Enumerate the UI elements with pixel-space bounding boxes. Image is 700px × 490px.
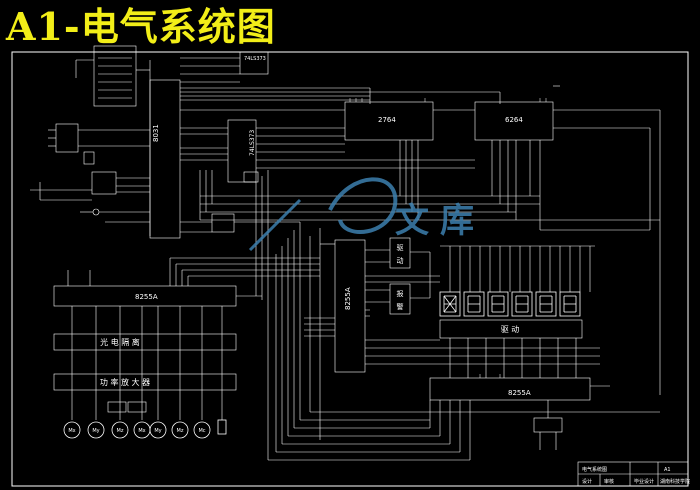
motor-symbol — [149, 421, 167, 439]
motor-label: My — [92, 428, 99, 434]
chip-label-pia-center: 8255A — [344, 287, 352, 310]
watermark-char-2: 库 — [440, 201, 474, 241]
motor-label: Mz — [177, 428, 184, 434]
drawing-frame — [11, 51, 689, 487]
chip-label-eprom: 2764 — [378, 116, 396, 124]
drawing-name: 电气系统图 — [582, 466, 607, 473]
sheet-size: A1 — [664, 467, 671, 473]
motor-row — [63, 419, 227, 439]
watermark: 文 库 — [248, 177, 474, 252]
chip-label-pia-bottom: 8255A — [508, 389, 531, 397]
motor-label: Mx — [68, 428, 75, 434]
isolation-label: 光 电 隔 离 — [100, 337, 140, 347]
motor-labels: Mx My Mz Mx My Mz Mc — [68, 428, 205, 434]
block-labels: 光 电 隔 离 功 率 放 大 器 驱 动 驱 动 报 警 — [100, 244, 519, 387]
relay-label-1: 驱 — [397, 244, 404, 252]
seven-segment-display — [439, 291, 581, 317]
motor-symbol — [171, 421, 189, 439]
pin-ticks — [349, 98, 547, 378]
driver-label: 驱 动 — [501, 324, 520, 334]
chip-label-cpu: 8031 — [152, 124, 160, 142]
project-label: 毕业设计 — [634, 478, 654, 485]
motor-label: Mc — [198, 428, 205, 434]
chip-label-latch-top: 74LS373 — [244, 56, 266, 62]
chip-labels: 8031 74LS373 74LS373 2764 6264 8255A 825… — [135, 56, 531, 397]
chip-label-latch-mid: 74LS373 — [249, 130, 256, 156]
relay-label-3: 报 — [397, 289, 404, 298]
motor-symbol — [63, 421, 81, 439]
motor-label: Mx — [138, 428, 145, 434]
watermark-swoosh — [328, 177, 398, 234]
motor-symbol — [87, 421, 105, 439]
pia-center-box — [334, 239, 366, 373]
pia-bottom-box — [429, 377, 591, 401]
motor-label: Mz — [117, 428, 124, 434]
wiring — [30, 45, 689, 487]
eprom-2764-box — [344, 101, 434, 141]
design-label: 设计 — [582, 478, 592, 485]
check-label: 审核 — [604, 478, 614, 485]
relay-label-4: 警 — [397, 302, 404, 311]
motor-label: My — [154, 428, 161, 434]
school-label: 湖南科技学院 — [660, 478, 690, 485]
chip-label-pia-left: 8255A — [135, 293, 158, 301]
motor-symbol — [193, 421, 211, 439]
power-amp-label: 功 率 放 大 器 — [100, 377, 150, 387]
relay-label-2: 动 — [397, 256, 404, 265]
ram-6264-box — [474, 101, 554, 141]
chip-label-ram: 6264 — [505, 116, 523, 124]
motor-symbol — [111, 421, 129, 439]
page-title: A1-电气系统图 — [6, 4, 276, 49]
watermark-char-1: 文 — [395, 201, 429, 241]
title-block-text: 电气系统图 A1 设计 审核 毕业设计 湖南科技学院 — [582, 466, 690, 485]
